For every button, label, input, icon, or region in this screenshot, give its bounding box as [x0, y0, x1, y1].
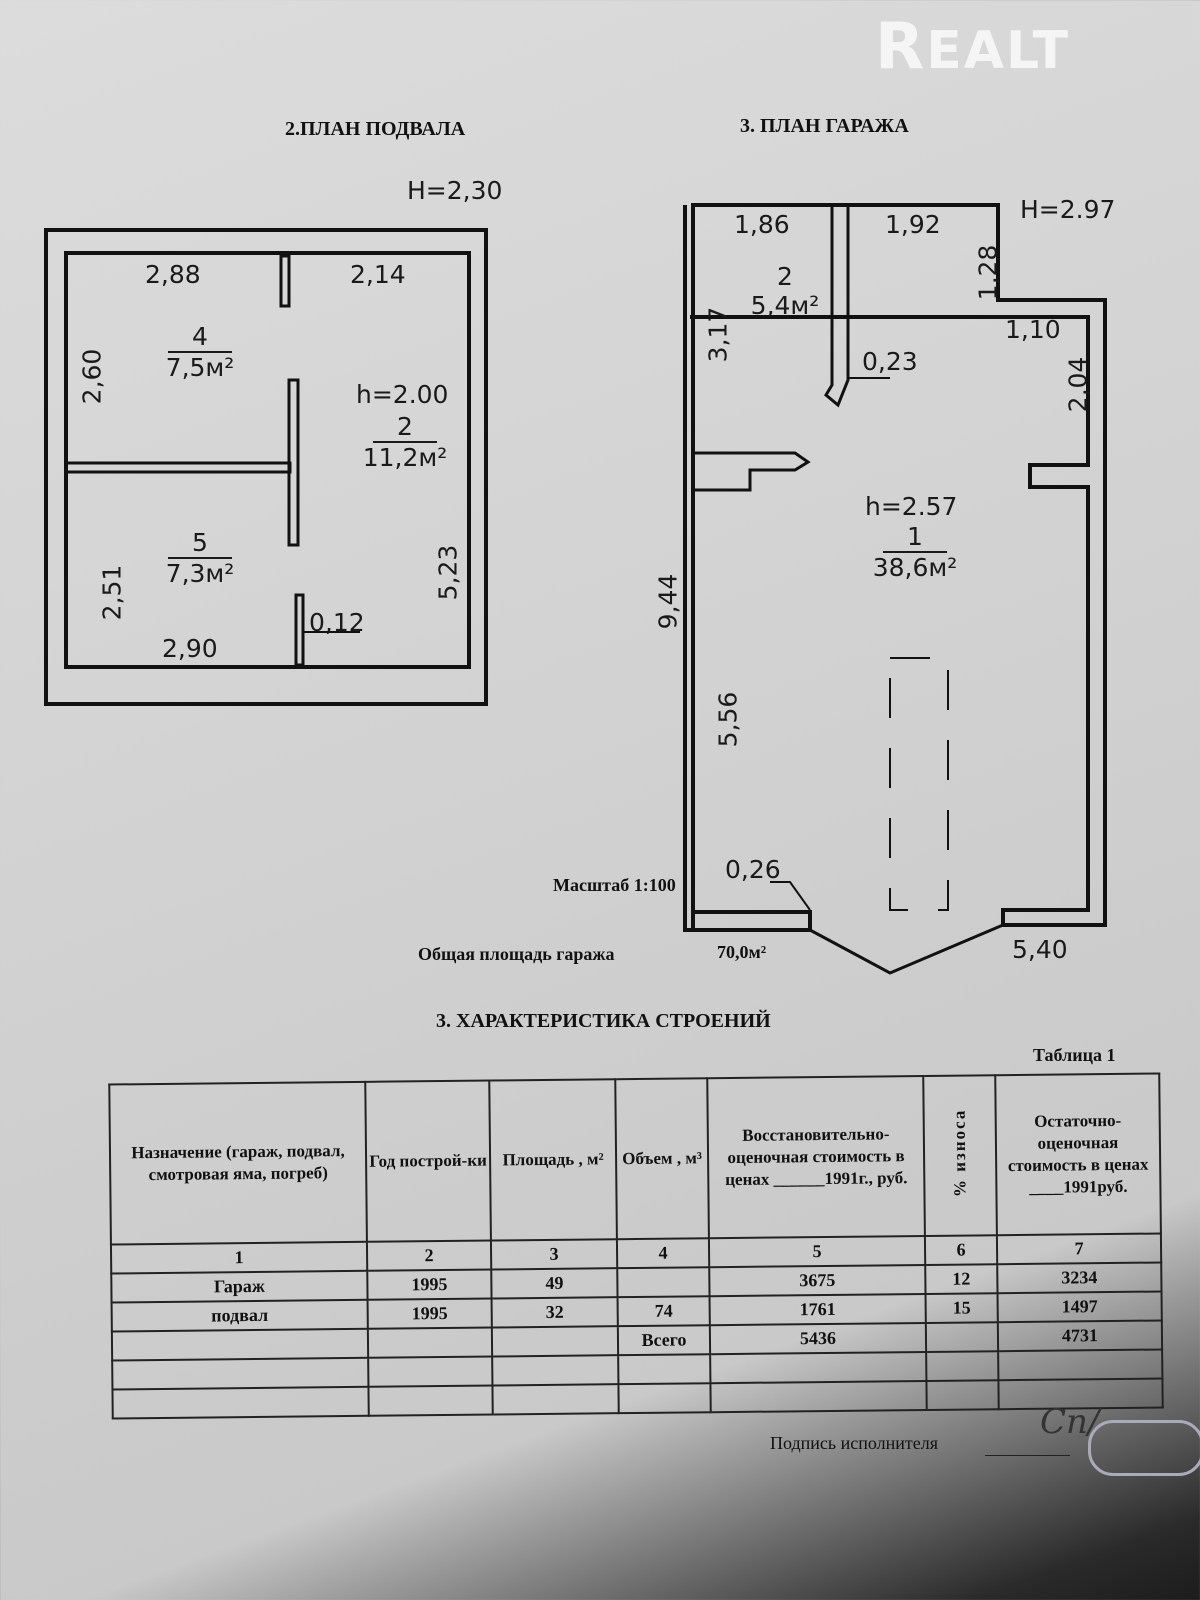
- signature-line: [985, 1455, 1070, 1456]
- table-cell: 5: [708, 1235, 926, 1268]
- room-height-label: h=2.00: [356, 380, 449, 409]
- table-cell: [926, 1380, 999, 1410]
- table-cell: 3234: [997, 1262, 1162, 1294]
- dim-label: 0,12: [309, 608, 365, 637]
- garage-partition: [824, 205, 850, 408]
- table-cell: 6: [924, 1235, 998, 1265]
- dim-label: 3,17: [703, 306, 733, 363]
- garage-plan-title: 3. ПЛАН ГАРАЖА: [740, 115, 909, 137]
- dim-label: 1,10: [1005, 315, 1061, 344]
- table-cell: 1761: [709, 1293, 926, 1326]
- header-cell: Объем , м³: [615, 1078, 709, 1240]
- table-cell: 3675: [709, 1264, 926, 1297]
- table-cell: [710, 1380, 927, 1413]
- table-cell: [998, 1349, 1163, 1381]
- table-cell: [368, 1356, 493, 1387]
- dim-label: 2,60: [77, 348, 107, 405]
- table-cell: Гараж: [111, 1270, 368, 1303]
- header-cell: Восстановительно-оценочная стоимость в ц…: [707, 1075, 925, 1239]
- total-area-label: Общая площадь гаража: [418, 944, 615, 964]
- basement-partition: [287, 378, 300, 547]
- garage-outer-wall: [690, 203, 1107, 932]
- basement-partition: [279, 254, 291, 308]
- table-cell: 1: [110, 1241, 368, 1274]
- garage-height-label: H=2.97: [1020, 195, 1116, 224]
- basement-partition: [294, 593, 305, 667]
- inspection-pit: [889, 657, 949, 911]
- room-height-label: h=2.57: [865, 492, 958, 521]
- table-cell: [926, 1351, 999, 1381]
- dim-label: 0,23: [862, 347, 918, 376]
- header-cell: Назначение (гараж, подвал, смотровая яма…: [109, 1081, 367, 1245]
- table-cell: 7: [996, 1233, 1162, 1265]
- signature-label: Подпись исполнителя: [770, 1433, 938, 1453]
- table-cell: [925, 1322, 999, 1352]
- garage-partition: [693, 451, 811, 492]
- dim-label: 5,23: [433, 544, 463, 601]
- basement-plan-title: 2.ПЛАН ПОДВАЛА: [285, 118, 466, 140]
- table-cell: 3: [490, 1239, 618, 1270]
- dim-label: 2,14: [350, 260, 406, 289]
- table-cell: [112, 1386, 369, 1419]
- table-cell: [618, 1354, 711, 1385]
- total-area-value: 70,0м²: [717, 942, 767, 962]
- table-cell: 4731: [997, 1320, 1163, 1352]
- table-cell: 4: [616, 1238, 710, 1269]
- dim-label: 2,90: [162, 634, 218, 663]
- table-cell: [111, 1328, 369, 1361]
- table-cell: [710, 1351, 927, 1384]
- dim-label: 1,86: [734, 210, 790, 239]
- header-cell: Остаточно-оценочная стоимость в ценах __…: [995, 1073, 1161, 1236]
- table-label: Таблица 1: [1033, 1045, 1116, 1065]
- basement-inner-wall: [64, 251, 471, 669]
- table-cell: [492, 1355, 619, 1386]
- table-cell: [368, 1385, 493, 1416]
- table-cell: 1995: [367, 1269, 492, 1300]
- table-cell: подвал: [111, 1299, 368, 1332]
- section-title: 3. ХАРАКТЕРИСТИКА СТРОЕНИЙ: [436, 1010, 771, 1032]
- table-cell: [491, 1326, 619, 1357]
- table-cell: 74: [617, 1296, 710, 1327]
- table-cell: [618, 1383, 711, 1414]
- table-cell: 49: [491, 1268, 618, 1299]
- buildings-table: Назначение (гараж, подвал, смотровая яма…: [108, 1073, 1163, 1420]
- dim-label: 2,51: [97, 564, 127, 621]
- table-cell: 2: [366, 1240, 492, 1271]
- table-cell: 1497: [997, 1291, 1162, 1323]
- table-cell: 15: [925, 1293, 998, 1323]
- table-cell: 1995: [367, 1298, 492, 1329]
- table-cell: [617, 1267, 710, 1298]
- realt-watermark-logo: REALT: [875, 10, 1071, 84]
- table-cell: [367, 1327, 493, 1358]
- header-cell: % износа: [923, 1075, 997, 1236]
- dim-label: 0,26: [725, 855, 781, 884]
- dim-label: 5,40: [1012, 935, 1068, 964]
- dim-label: 2,04: [1063, 356, 1093, 413]
- dim-label: 2,88: [145, 260, 201, 289]
- table-cell: Всего: [617, 1325, 711, 1356]
- table-cell: 32: [491, 1297, 618, 1328]
- table-cell: [492, 1384, 619, 1415]
- table-cell: 5436: [709, 1322, 927, 1355]
- basement-partition: [64, 461, 292, 474]
- paper-clip: [1088, 1420, 1200, 1476]
- basement-outer-wall: [44, 228, 488, 706]
- dim-label: 9,44: [653, 573, 683, 630]
- dim-label: 1,92: [885, 210, 941, 239]
- table-cell: 12: [925, 1264, 998, 1294]
- garage-bottom-wall: [693, 910, 812, 930]
- table-cell: [112, 1357, 369, 1390]
- dim-label: 1,28: [973, 244, 1003, 301]
- header-cell: Площадь , м²: [489, 1079, 617, 1241]
- scale-label: Масштаб 1:100: [553, 875, 676, 895]
- dim-label: 5,56: [713, 691, 743, 748]
- basement-height-label: H=2,30: [407, 176, 503, 205]
- garage-front-gate: [809, 923, 1004, 975]
- header-cell: Год построй-ки: [365, 1080, 491, 1242]
